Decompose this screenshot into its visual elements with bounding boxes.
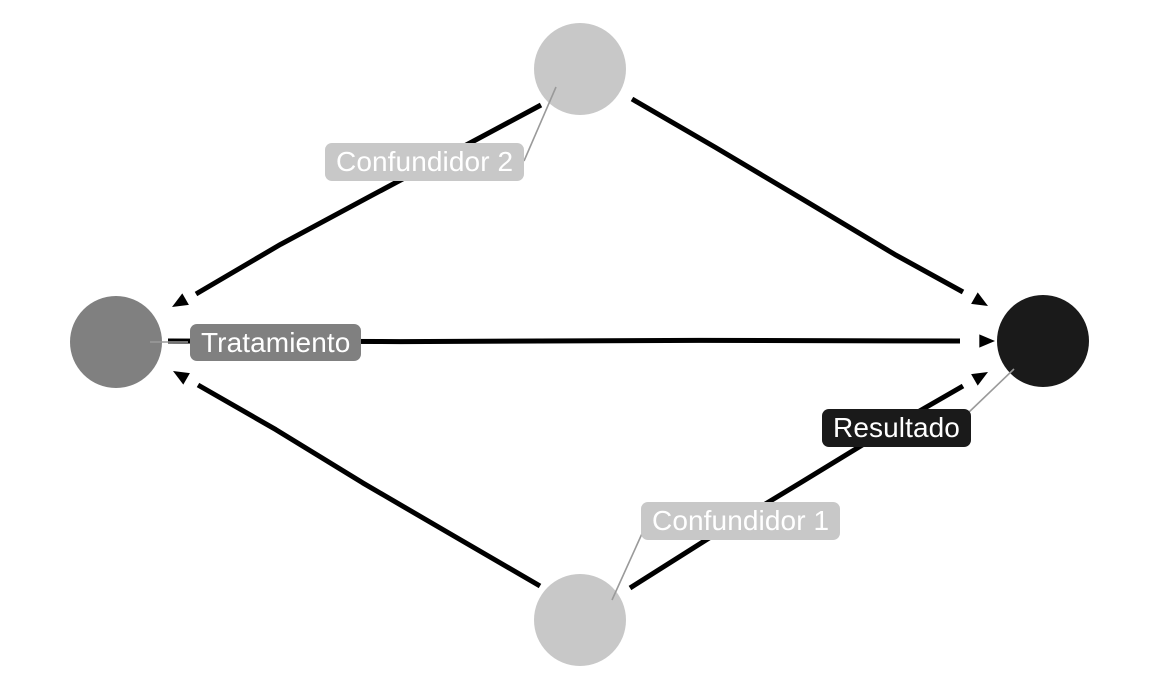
edge-confounder2-to-outcome	[630, 96, 965, 295]
arrowhead-treatment-to-outcome	[979, 334, 995, 348]
leader-line-outcome	[966, 368, 1015, 415]
arrowhead-confounder1-to-treatment	[173, 371, 190, 385]
node-label-tratamiento[interactable]: Tratamiento	[190, 324, 362, 361]
leader-line-confounder2	[523, 86, 557, 162]
arrowhead-confounder2-to-treatment	[172, 293, 189, 307]
node-label-resultado[interactable]: Resultado	[822, 409, 971, 447]
node-label-confundidor-2[interactable]: Confundidor 2	[325, 143, 525, 181]
node-circle-outcome[interactable]	[997, 295, 1089, 387]
node-label-confundidor-1[interactable]: Confundidor 1	[641, 502, 841, 540]
node-circle-confounder1[interactable]	[534, 574, 626, 666]
leader-line-confounder1	[611, 526, 646, 601]
arrowhead-confounder2-to-outcome	[971, 292, 988, 306]
nodes-layer	[70, 23, 1089, 666]
edge-confounder2-to-treatment	[194, 102, 543, 297]
leaders-layer	[150, 86, 1015, 601]
node-circle-confounder2[interactable]	[534, 23, 626, 115]
arrowhead-confounder1-to-outcome	[971, 372, 988, 386]
node-circle-treatment[interactable]	[70, 296, 162, 388]
edge-confounder1-to-treatment	[196, 382, 542, 589]
